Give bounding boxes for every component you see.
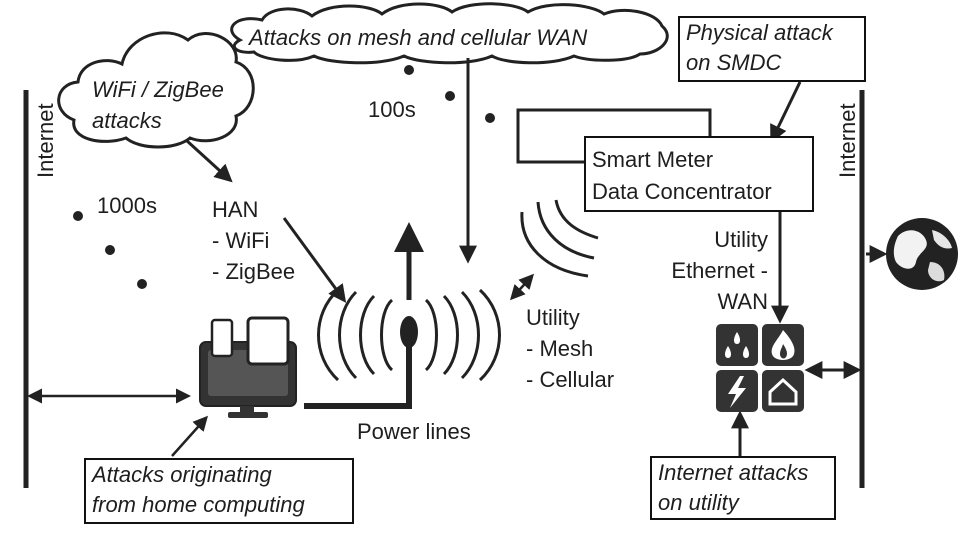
flame-icon <box>771 330 795 360</box>
utility-tiles <box>716 324 804 412</box>
physical-attack-box: Physical attack on SMDC <box>678 16 866 82</box>
physical-attack-arrow <box>770 81 802 144</box>
internet-label-right: Internet <box>835 103 860 178</box>
antenna-core <box>400 316 418 348</box>
utility-link-arrow <box>509 273 535 301</box>
power-line <box>304 346 412 409</box>
antenna-icon <box>317 288 501 382</box>
cloud-icon <box>230 2 669 65</box>
internet-attacks-box: Internet attacks on utility <box>650 456 836 520</box>
node-dot <box>73 211 83 221</box>
power-lines-label: Power lines <box>357 419 471 444</box>
mesh-attack-label: Attacks on mesh and cellular WAN <box>249 25 588 50</box>
globe-icon <box>886 218 958 290</box>
utility-mesh-label: Utility - Mesh - Cellular <box>526 305 615 392</box>
internet-label-left: Internet <box>33 103 58 178</box>
wifi-attack-arrow <box>184 138 233 183</box>
home-attack-arrow <box>171 415 209 457</box>
smdc-signal-arcs <box>520 199 599 278</box>
han-label: HAN - WiFi - ZigBee <box>212 197 296 284</box>
water-drops-icon <box>725 332 749 358</box>
count-1000s: 1000s <box>97 193 157 218</box>
house-icon <box>768 377 798 406</box>
node-dot <box>404 65 414 75</box>
home-attacks-box: Attacks originating from home computing <box>84 458 354 524</box>
cloud-icon <box>57 31 255 149</box>
tablet-icon <box>246 316 290 366</box>
wifi-attack-label: WiFi / ZigBee attacks <box>92 77 224 133</box>
node-dot <box>485 113 495 123</box>
node-dot <box>445 91 455 101</box>
count-100s: 100s <box>368 97 416 122</box>
node-dot <box>137 279 147 289</box>
utility-ethernet-label: Utility Ethernet - WAN <box>671 227 768 314</box>
phone-icon <box>210 318 234 358</box>
han-arrow <box>282 217 347 303</box>
smdc-box: Smart Meter Data Concentrator <box>584 136 814 212</box>
lightning-icon <box>728 376 746 408</box>
node-dot <box>105 245 115 255</box>
